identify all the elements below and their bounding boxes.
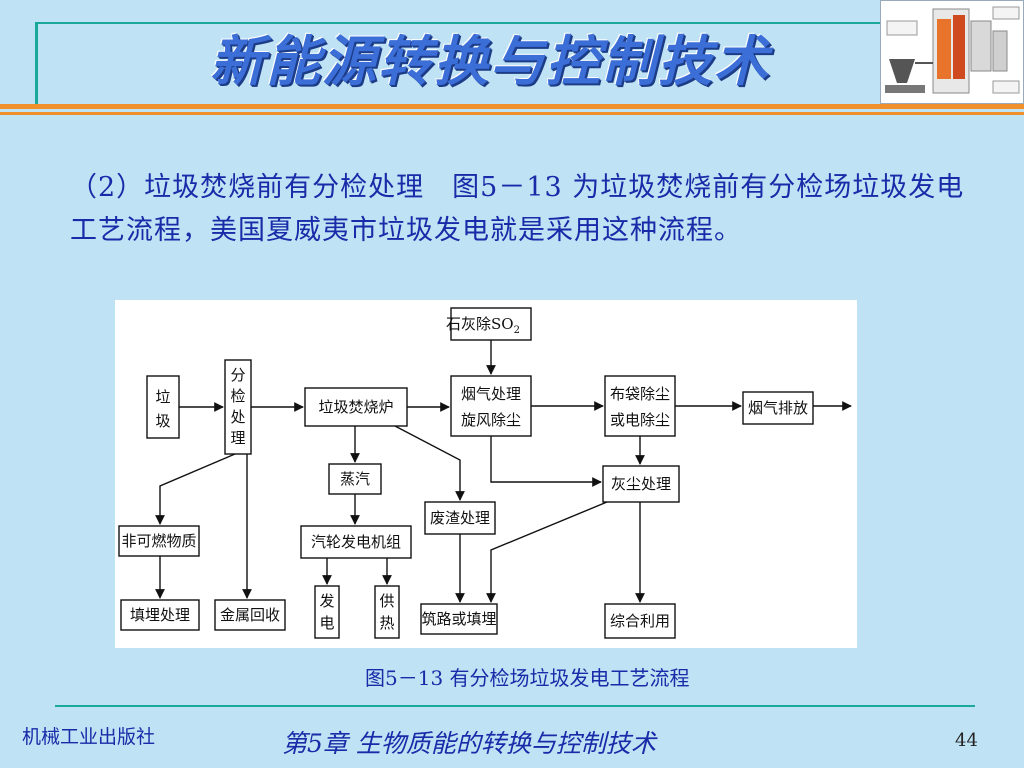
footer-rule (55, 705, 975, 707)
label-turbine: 汽轮发电机组 (311, 533, 401, 551)
header-stripe (0, 104, 1024, 109)
box-turbine (300, 525, 412, 559)
left-rule (35, 22, 38, 104)
label-bag-2: 或电除尘 (610, 411, 670, 429)
label-bag-1: 布袋除尘 (610, 385, 670, 403)
label-flue-treat-1: 烟气处理 (461, 385, 521, 403)
figure-caption: 图5－13 有分检场垃圾发电工艺流程 (365, 666, 690, 690)
label-sort-4: 理 (230, 429, 245, 447)
box-landfill (120, 599, 200, 631)
label-power-2: 电 (319, 614, 334, 632)
label-road: 筑路或填埋 (421, 610, 496, 628)
box-reuse (604, 603, 676, 639)
label-flue-treat-2: 旋风除尘 (461, 411, 521, 429)
box-metal (214, 599, 286, 631)
box-road (420, 603, 498, 635)
label-lime: 石灰除SO2 (446, 315, 520, 336)
boiler-thumbnail-image (880, 0, 1024, 104)
top-rule (35, 22, 880, 24)
label-slag: 废渣处理 (430, 509, 490, 527)
label-metal: 金属回收 (220, 606, 280, 624)
box-power (314, 585, 340, 639)
publisher-label: 机械工业出版社 (22, 726, 156, 748)
label-reuse: 综合利用 (610, 612, 670, 630)
body-paragraph: （2）垃圾焚烧前有分检处理 图5－13 为垃圾焚烧前有分检场垃圾发电工艺流程，美… (70, 172, 965, 246)
box-ash (602, 465, 680, 503)
label-sort-3: 处 (230, 408, 245, 426)
header-stripe-thin (0, 112, 1024, 115)
label-incinerator: 垃圾焚烧炉 (318, 398, 393, 416)
process-flow-diagram: 垃 圾 分 检 处 理 垃圾焚烧炉 石灰除SO2 烟气处理 旋风除尘 布袋除尘 … (118, 307, 852, 639)
label-power-1: 发 (319, 592, 334, 610)
chapter-label: 第5章 生物质能的转换与控制技术 (282, 729, 656, 758)
label-noncombust: 非可燃物质 (121, 532, 196, 550)
label-heat-1: 供 (379, 592, 394, 610)
process-flow-figure: 垃 圾 分 检 处 理 垃圾焚烧炉 石灰除SO2 烟气处理 旋风除尘 布袋除尘 … (115, 300, 857, 648)
page-number: 44 (955, 730, 978, 751)
box-flue-exhaust (742, 391, 814, 425)
label-garbage-2: 圾 (155, 412, 170, 430)
label-ash: 灰尘处理 (611, 475, 671, 493)
box-noncombust (118, 525, 200, 557)
label-landfill: 填埋处理 (130, 606, 190, 624)
label-flue-exhaust: 烟气排放 (748, 399, 808, 417)
boiler-illustration-icon (885, 6, 1020, 94)
label-garbage-1: 垃 (155, 388, 170, 406)
label-sort-2: 检 (230, 387, 245, 405)
slide-title: 新能源转换与控制技术 (210, 30, 770, 93)
label-steam: 蒸汽 (340, 470, 370, 488)
label-sort-1: 分 (230, 366, 245, 384)
label-heat-2: 热 (379, 614, 394, 632)
box-heat (374, 585, 400, 639)
